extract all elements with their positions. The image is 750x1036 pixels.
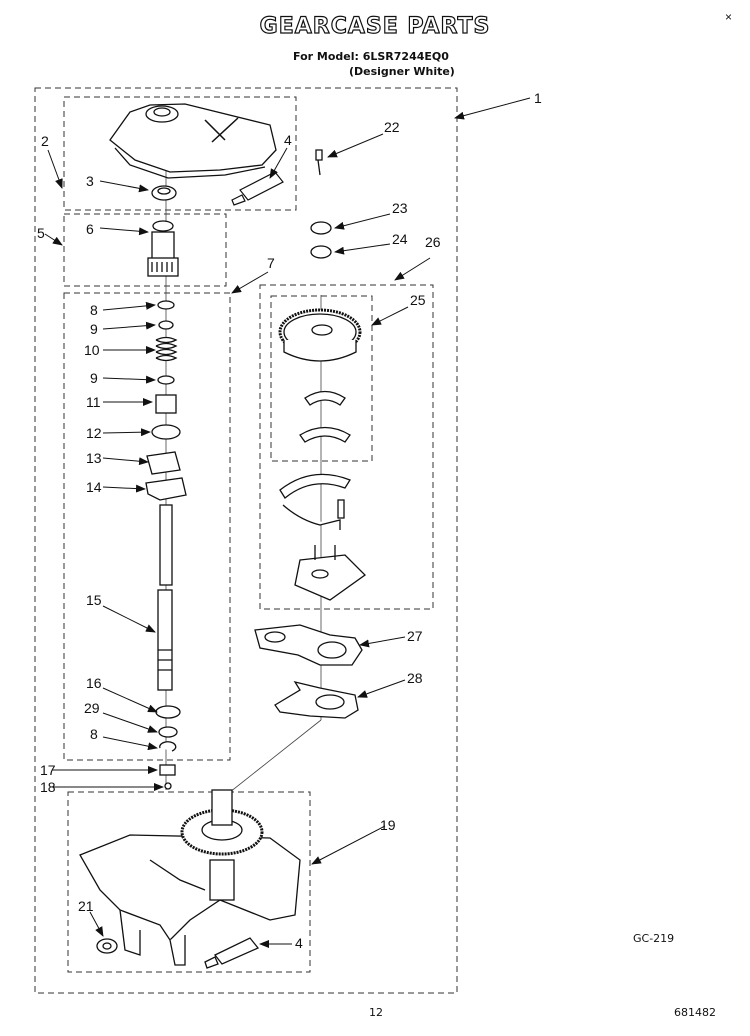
pinion-6 (147, 220, 179, 277)
callout-15: 15 (86, 592, 102, 608)
shift-lever-27 (254, 624, 363, 666)
callout-7: 7 (267, 255, 275, 271)
lower-washers (155, 705, 181, 790)
cover-group-box (63, 96, 297, 211)
callout-21: 21 (78, 898, 94, 914)
gear-group-box (259, 284, 434, 610)
seal-3 (151, 185, 177, 201)
callout-24: 24 (392, 231, 408, 247)
callout-9-top: 9 (90, 321, 98, 337)
callout-16: 16 (86, 675, 102, 691)
gearcase-cover (109, 103, 277, 179)
sealant-tube-top (231, 171, 284, 206)
model-line: For Model: 6LSR7244EQ0 (293, 50, 449, 63)
page-number: 12 (369, 1006, 383, 1019)
callout-23: 23 (392, 200, 408, 216)
callout-19: 19 (380, 817, 396, 833)
callout-27: 27 (407, 628, 423, 644)
shift-fork-28 (274, 680, 359, 719)
corner-mark: × (724, 10, 732, 24)
drive-gear-25 (278, 308, 362, 362)
pinion-group-box (63, 213, 227, 287)
shaft-stack (145, 300, 187, 501)
shaft-group-box (63, 292, 231, 761)
callout-1: 1 (534, 90, 542, 106)
callout-10: 10 (84, 342, 100, 358)
callout-14: 14 (86, 479, 102, 495)
callout-26: 26 (425, 234, 441, 250)
callout-3: 3 (86, 173, 94, 189)
callout-18: 18 (40, 779, 56, 795)
right-washers (310, 149, 332, 259)
agitator-shaft-15 (157, 504, 173, 691)
callout-13: 13 (86, 450, 102, 466)
callout-25: 25 (410, 292, 426, 308)
callout-11: 11 (86, 394, 101, 410)
callout-9-bottom: 9 (90, 370, 98, 386)
callout-17: 17 (40, 762, 56, 778)
clips (299, 390, 351, 443)
callout-8-top: 8 (90, 302, 98, 318)
gearcase-19 (79, 789, 301, 966)
callout-4-bottom: 4 (295, 935, 303, 951)
shift-assembly (279, 473, 367, 601)
callout-6: 6 (86, 221, 94, 237)
outer-assembly-box (34, 87, 458, 994)
page-title: GEARCASE PARTS (259, 13, 491, 39)
callout-29: 29 (84, 700, 100, 716)
gear-inner-box (270, 295, 373, 462)
callout-8-bottom: 8 (90, 726, 98, 742)
callout-2: 2 (41, 133, 49, 149)
drawing-code: GC-219 (633, 932, 675, 945)
callout-22: 22 (384, 119, 400, 135)
gearcase-box (67, 791, 311, 973)
doc-number: 681482 (674, 1006, 716, 1019)
lower-seal-and-tube (96, 937, 260, 969)
callout-5: 5 (37, 225, 45, 241)
callout-4-top: 4 (284, 132, 292, 148)
callout-28: 28 (407, 670, 423, 686)
callout-12: 12 (86, 425, 102, 441)
color-line: (Designer White) (349, 65, 455, 78)
